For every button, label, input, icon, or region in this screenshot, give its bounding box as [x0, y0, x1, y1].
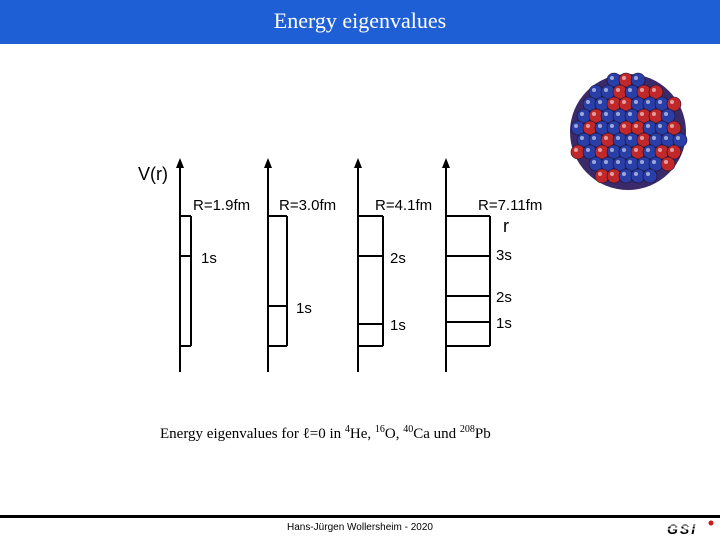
nucleus-image	[570, 72, 688, 190]
o-mass-number: 16	[374, 424, 385, 435]
pb-label: Pb	[474, 426, 491, 442]
title-bar	[0, 0, 720, 44]
caption-prefix: Energy eigenvalues for ℓ=0 in	[160, 426, 345, 442]
well-4-radius-label: R=7.11fm	[478, 197, 542, 214]
well-2: R=3.0fm 1s	[264, 158, 336, 372]
well-4-level-3s: 3s	[496, 247, 512, 264]
well-3-level-2s: 2s	[390, 250, 406, 267]
pb-mass-number: 208	[459, 424, 475, 435]
well-4-level-2s: 2s	[496, 289, 512, 306]
well-3-radius-label: R=4.1fm	[375, 197, 432, 214]
well-2-radius-label: R=3.0fm	[279, 197, 336, 214]
axis-label-r: r	[503, 216, 509, 236]
well-1-level-1s: 1s	[201, 250, 217, 267]
ca-mass-number: 40	[403, 424, 414, 435]
ca-label: Ca und	[413, 426, 460, 442]
well-2-level-1s: 1s	[296, 300, 312, 317]
axis-label-v: V(r)	[138, 164, 168, 184]
o-label: O,	[384, 426, 404, 442]
well-4-level-1s: 1s	[496, 315, 512, 332]
well-1-radius-label: R=1.9fm	[193, 197, 250, 214]
gsi-logo: GSI	[665, 520, 717, 537]
caption: Energy eigenvalues for ℓ=0 in 4He, 16O, …	[160, 424, 580, 443]
potential-well-diagram: V(r) r R=1.9fm 1s R=3.0fm 1s R=4.1fm 2s …	[138, 158, 542, 372]
well-3: R=4.1fm 2s 1s	[354, 158, 432, 372]
footer-divider	[0, 515, 720, 518]
well-3-level-1s: 1s	[390, 317, 406, 334]
footer-author: Hans-Jürgen Wollersheim - 2020	[287, 522, 433, 533]
well-1: R=1.9fm 1s	[176, 158, 250, 372]
well-4: R=7.11fm 3s 2s 1s	[442, 158, 542, 372]
page-title: Energy eigenvalues	[273, 8, 447, 33]
he-label: He,	[349, 426, 375, 442]
he-mass-number: 4	[344, 424, 350, 435]
